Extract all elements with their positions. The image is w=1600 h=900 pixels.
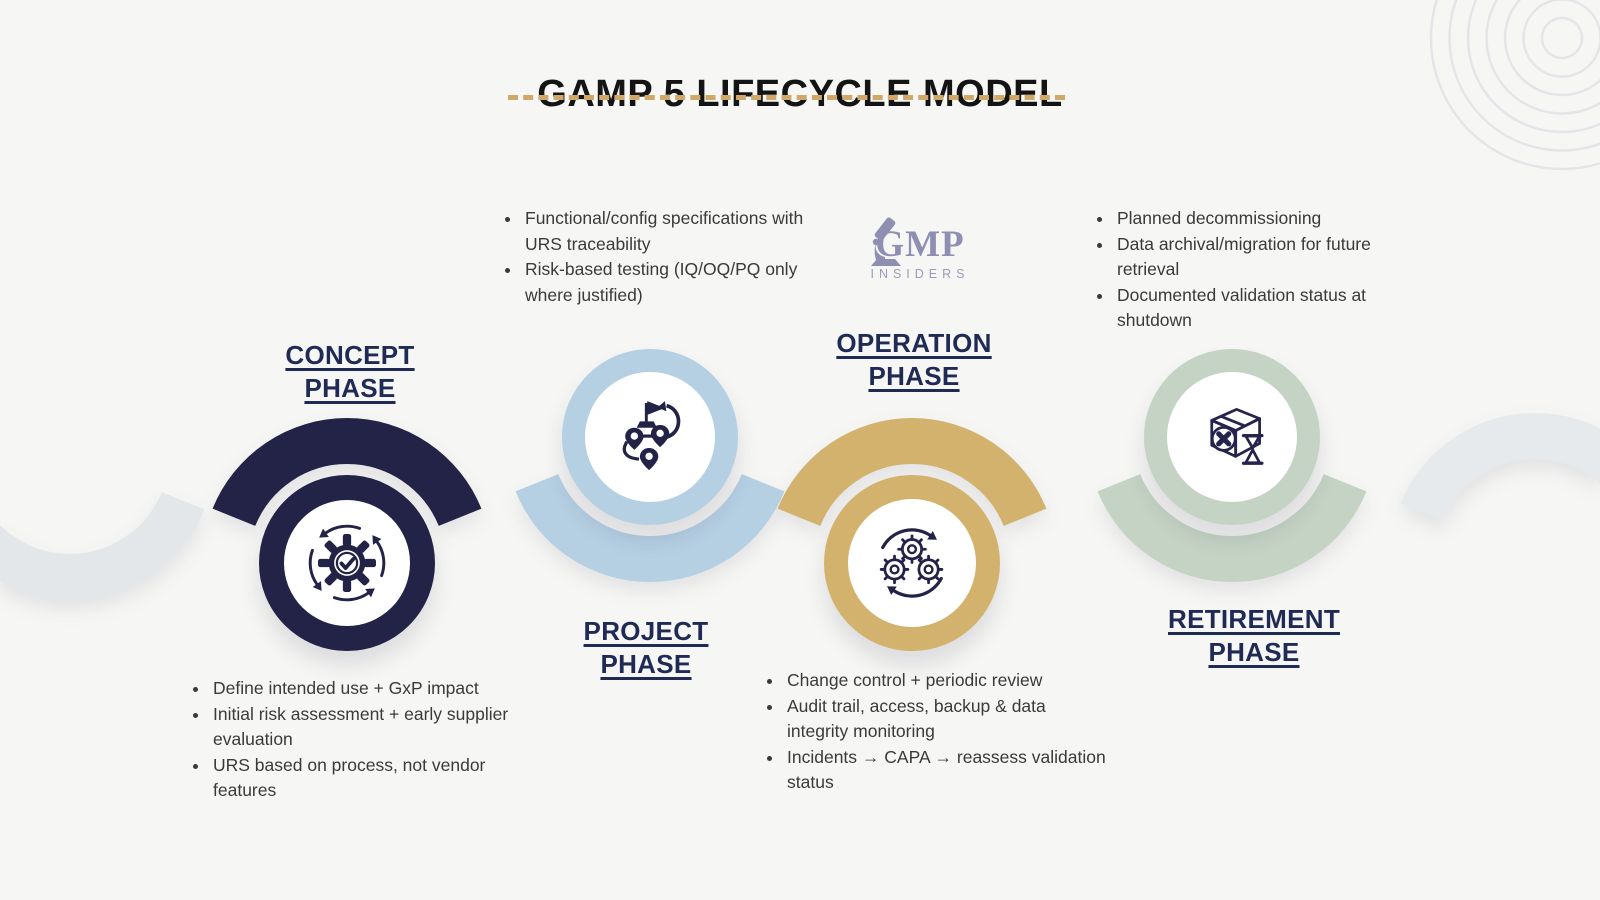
bullet-item: Incidents → CAPA → reassess validation s… — [784, 745, 1106, 796]
phase-circle-retirement — [1144, 349, 1320, 525]
phase-bullets-project: Functional/config specifications with UR… — [498, 206, 824, 308]
phase-bullets-retirement: Planned decommissioning Data archival/mi… — [1090, 206, 1436, 334]
bullet-item: Define intended use + GxP impact — [210, 676, 544, 702]
gmp-insiders-logo: GMP INSIDERS — [845, 217, 995, 281]
gears-cycle-icon — [879, 528, 944, 598]
wave-arc-retirement — [1097, 473, 1367, 583]
bullet-item: Initial risk assessment + early supplier… — [210, 702, 544, 753]
bullet-item: URS based on process, not vendor feature… — [210, 753, 544, 804]
phase-label-line: PHASE — [868, 361, 960, 391]
logo-wordmark: GMP — [871, 217, 964, 266]
microscope-icon — [871, 217, 902, 266]
bullet-item: Functional/config specifications with UR… — [522, 206, 824, 257]
bullet-item: Change control + periodic review — [784, 668, 1106, 694]
phase-label-line: PROJECT — [583, 616, 709, 646]
phase-circle-project — [562, 349, 738, 525]
phase-label-line: PHASE — [600, 649, 692, 679]
phase-circle-operation — [824, 475, 1000, 651]
phase-label-line: PHASE — [304, 373, 396, 403]
phase-label-line: CONCEPT — [285, 340, 415, 370]
phase-label-project: PROJECT PHASE — [476, 615, 816, 681]
phase-bullets-concept: Define intended use + GxP impact Initial… — [186, 676, 544, 804]
logo-insiders-text: INSIDERS — [870, 267, 970, 281]
bullet-item: Planned decommissioning — [1114, 206, 1436, 232]
phase-label-concept: CONCEPT PHASE — [180, 339, 520, 405]
phase-label-line: RETIREMENT — [1168, 604, 1340, 634]
bullet-item: Data archival/migration for future retri… — [1114, 232, 1436, 283]
retired-box-hourglass-icon — [1210, 408, 1264, 465]
wave-arc-left-gray — [0, 491, 205, 600]
wave-arc-project — [515, 473, 785, 583]
wave-arc-concept — [212, 418, 482, 527]
phase-label-retirement: RETIREMENT PHASE — [1084, 603, 1424, 669]
phase-label-line: OPERATION — [836, 328, 992, 358]
phase-label-line: PHASE — [1208, 637, 1300, 667]
bullet-item: Documented validation status at shutdown — [1114, 283, 1436, 334]
wave-arc-right-gray — [1400, 413, 1600, 522]
page-title: GAMP 5 LIFECYCLE MODEL — [537, 73, 1063, 116]
bullet-item: Audit trail, access, backup & data integ… — [784, 694, 1106, 745]
gear-check-cycle-icon — [308, 524, 386, 602]
bullet-item: Risk-based testing (IQ/OQ/PQ only where … — [522, 257, 824, 308]
wave-arc-operation — [777, 418, 1047, 527]
title-dashed-underline — [508, 95, 1065, 100]
phase-bullets-operation: Change control + periodic review Audit t… — [760, 668, 1106, 796]
phase-label-operation: OPERATION PHASE — [744, 327, 1084, 393]
phase-circle-concept — [259, 475, 435, 651]
spiral-decoration — [1429, 0, 1600, 171]
route-milestones-icon — [622, 401, 681, 471]
